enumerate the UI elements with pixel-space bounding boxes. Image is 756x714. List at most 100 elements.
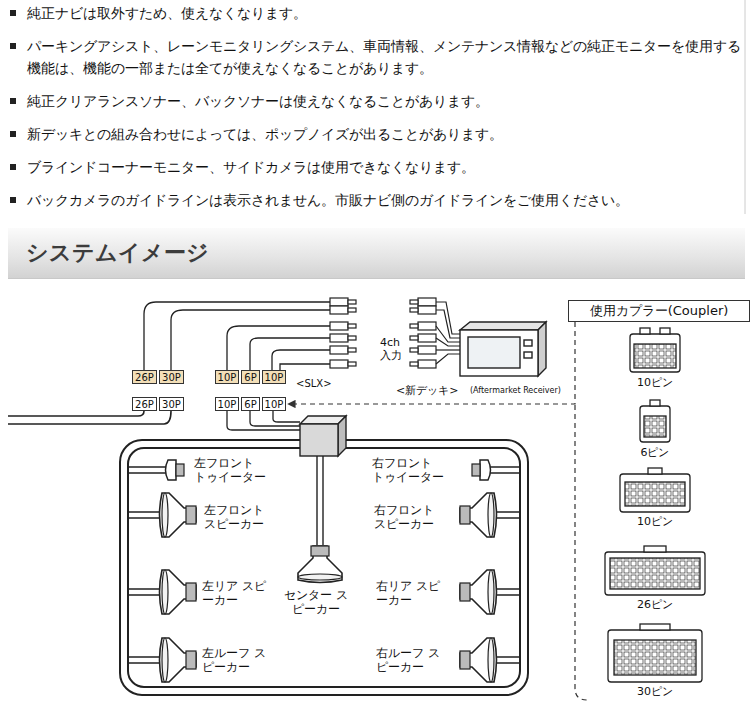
coupler-label: 10ピン xyxy=(620,515,690,528)
bullet-mark xyxy=(10,197,16,203)
speaker-symbol xyxy=(298,546,342,583)
connector-box: 10P xyxy=(262,397,286,411)
deck-wire xyxy=(436,302,460,364)
coupler-drawing xyxy=(648,468,662,474)
speaker-wire xyxy=(490,467,520,473)
junction-box xyxy=(338,416,346,456)
section-title: システムイメージ xyxy=(26,228,209,278)
note-text: パーキングアシスト、レーンモニタリングシステム、車両情報、メンテナンス情報などの… xyxy=(27,35,742,79)
page-border xyxy=(745,0,746,214)
harness-wire xyxy=(280,364,330,370)
speaker-label: 右ルーフ スピーカー xyxy=(376,646,441,675)
rca-plug xyxy=(330,346,348,354)
unit-label: (Aftermarket Receiver) xyxy=(470,386,561,396)
coupler-drawing xyxy=(605,552,705,595)
speaker-wire xyxy=(128,589,160,595)
speaker-symbol xyxy=(460,638,497,682)
vehicle-harness xyxy=(8,411,171,424)
speaker-wire xyxy=(128,455,520,663)
speaker-harness xyxy=(128,448,520,687)
harness-wire xyxy=(273,411,300,422)
deck-wire xyxy=(436,310,460,338)
deck-wire xyxy=(436,354,460,364)
speaker-label: 左ルーフ スピーカー xyxy=(202,646,267,675)
rca-plug xyxy=(410,300,418,304)
coupler-label: 10ピン xyxy=(620,376,690,389)
connector-label: 26P xyxy=(135,372,154,383)
coupler-drawing xyxy=(640,406,670,442)
connector-box: 10P xyxy=(215,370,239,384)
speaker-label: 左フロント スピーカー xyxy=(204,503,269,532)
deck-unit xyxy=(460,330,538,376)
speaker-symbol xyxy=(460,493,497,537)
harness-wire xyxy=(250,411,300,426)
speaker-label: 右フロント スピーカー xyxy=(374,503,439,532)
speaker-wire xyxy=(128,657,160,663)
vehicle-harness xyxy=(8,411,144,416)
speaker-symbol xyxy=(472,460,491,480)
coupler-drawing xyxy=(640,328,650,334)
speaker-harness xyxy=(120,440,528,695)
note-text: ブラインドコーナーモニター、サイドカメラは使用できなくなります。 xyxy=(27,156,742,178)
coupler-label: 26ピン xyxy=(620,598,690,611)
coupler-drawing xyxy=(608,630,702,682)
coupler-drawing xyxy=(614,640,696,675)
rca-plug xyxy=(418,306,436,314)
rca-plug xyxy=(330,322,348,330)
deck-unit xyxy=(468,337,520,368)
deck-unit xyxy=(538,322,546,376)
unit-label: <SLX> xyxy=(296,378,332,390)
speaker-label: 右フロント トゥイーター xyxy=(372,456,448,485)
junction-box xyxy=(300,416,346,456)
harness-wire xyxy=(144,302,330,370)
speaker-wire xyxy=(496,589,520,595)
rca-plug xyxy=(418,360,436,368)
input-label: 4ch 入力 xyxy=(380,336,410,362)
speaker-label: 左リア スピーカー xyxy=(202,579,267,608)
panel-header: 使用カプラー(Coupler) xyxy=(568,300,750,322)
rca-plug xyxy=(348,348,356,352)
deck-wire xyxy=(436,326,460,342)
coupler-drawing xyxy=(625,482,685,506)
bullet-mark xyxy=(10,43,16,49)
rca-plug xyxy=(330,298,348,306)
deck-unit xyxy=(460,322,546,376)
connector-box: 6P xyxy=(241,397,260,411)
coupler-drawing xyxy=(610,558,700,589)
rca-plug xyxy=(410,362,418,366)
junction-box xyxy=(300,424,338,456)
rca-plug xyxy=(348,308,356,312)
rca-plug xyxy=(418,334,436,342)
speaker-wire xyxy=(496,512,520,518)
speaker-label: 左フロント トゥイーター xyxy=(194,456,270,485)
speaker-wire xyxy=(317,455,323,545)
harness-wire xyxy=(227,411,300,430)
connector-label: 10P xyxy=(265,372,284,383)
coupler-label: 6ピン xyxy=(620,446,690,459)
rca-plug xyxy=(348,324,356,328)
note-text: 純正ナビは取外すため、使えなくなります。 xyxy=(27,2,742,24)
bullet-mark xyxy=(10,10,16,16)
rca-plug xyxy=(330,298,436,368)
rca-plug xyxy=(410,308,418,312)
rca-plug xyxy=(330,334,348,342)
bullet-mark xyxy=(10,164,16,170)
panel-title: 使用カプラー(Coupler) xyxy=(590,302,729,320)
dashed-arrow xyxy=(288,322,575,404)
rca-plug xyxy=(418,298,436,306)
coupler-drawing xyxy=(634,344,676,368)
speaker-wire xyxy=(128,512,160,518)
coupler-drawing xyxy=(605,328,705,682)
speaker-symbol xyxy=(160,460,497,682)
connector-label: 6P xyxy=(244,399,256,410)
rca-plug xyxy=(330,360,348,368)
connector-box: 26P xyxy=(132,370,157,384)
vehicle-harness xyxy=(8,411,171,424)
rca-plug xyxy=(348,336,356,340)
coupler-drawing xyxy=(630,334,680,372)
coupler-drawing xyxy=(620,474,690,512)
bullet-mark xyxy=(10,98,16,104)
rca-plug xyxy=(330,306,348,314)
coupler-drawing xyxy=(640,624,670,630)
note-text: 新デッキとの組み合わせによっては、ポップノイズが出ることがあります。 xyxy=(27,123,742,145)
